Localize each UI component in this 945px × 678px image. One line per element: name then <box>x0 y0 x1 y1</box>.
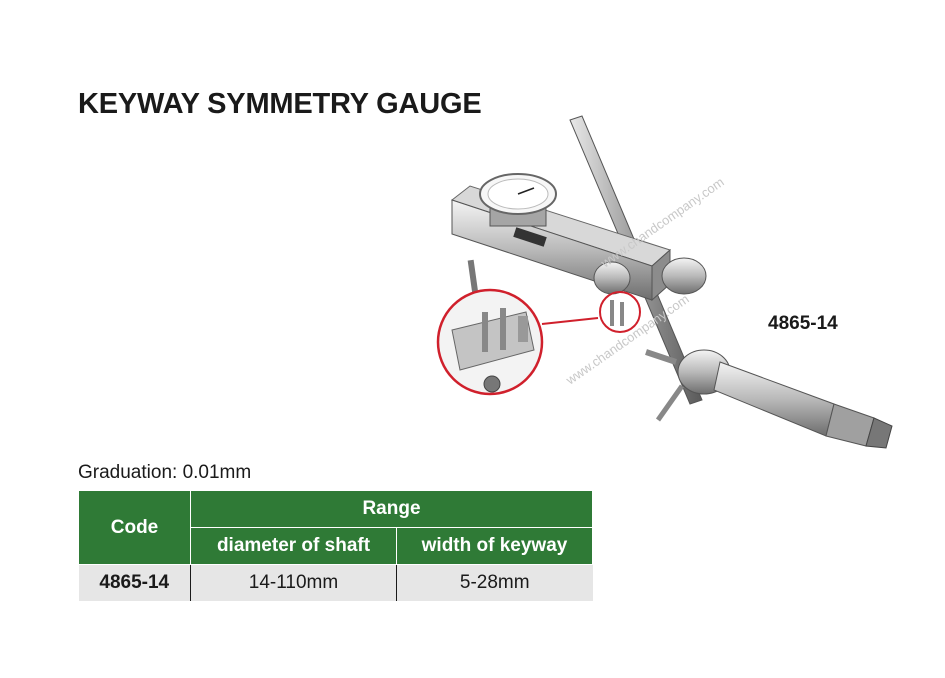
micrometer <box>645 349 893 449</box>
code-header: Code <box>78 490 191 565</box>
brand-plate <box>513 227 547 247</box>
product-image: www.chandcompany.com www.chandcompany.co… <box>436 115 893 449</box>
clamp-knobs <box>593 257 707 295</box>
shaft-range-cell: 14-110mm <box>190 564 397 601</box>
product-model-label: 4865-14 <box>768 313 838 334</box>
graduation-spec: Graduation: 0.01mm <box>78 462 252 483</box>
code-cell: 4865-14 <box>78 564 191 601</box>
spec-table: Code Range diameter of shaft width of ke… <box>78 490 593 601</box>
shaft-diameter-header: diameter of shaft <box>190 527 397 565</box>
range-header: Range <box>190 490 593 528</box>
dial-indicator <box>479 173 557 227</box>
callout-detail <box>436 288 641 396</box>
measuring-pins <box>610 300 624 326</box>
keyway-range-cell: 5-28mm <box>396 564 593 601</box>
table-row: 4865-14 14-110mm 5-28mm <box>78 564 593 601</box>
keyway-width-header: width of keyway <box>396 527 593 565</box>
page-title: KEYWAY SYMMETRY GAUGE <box>78 88 482 120</box>
